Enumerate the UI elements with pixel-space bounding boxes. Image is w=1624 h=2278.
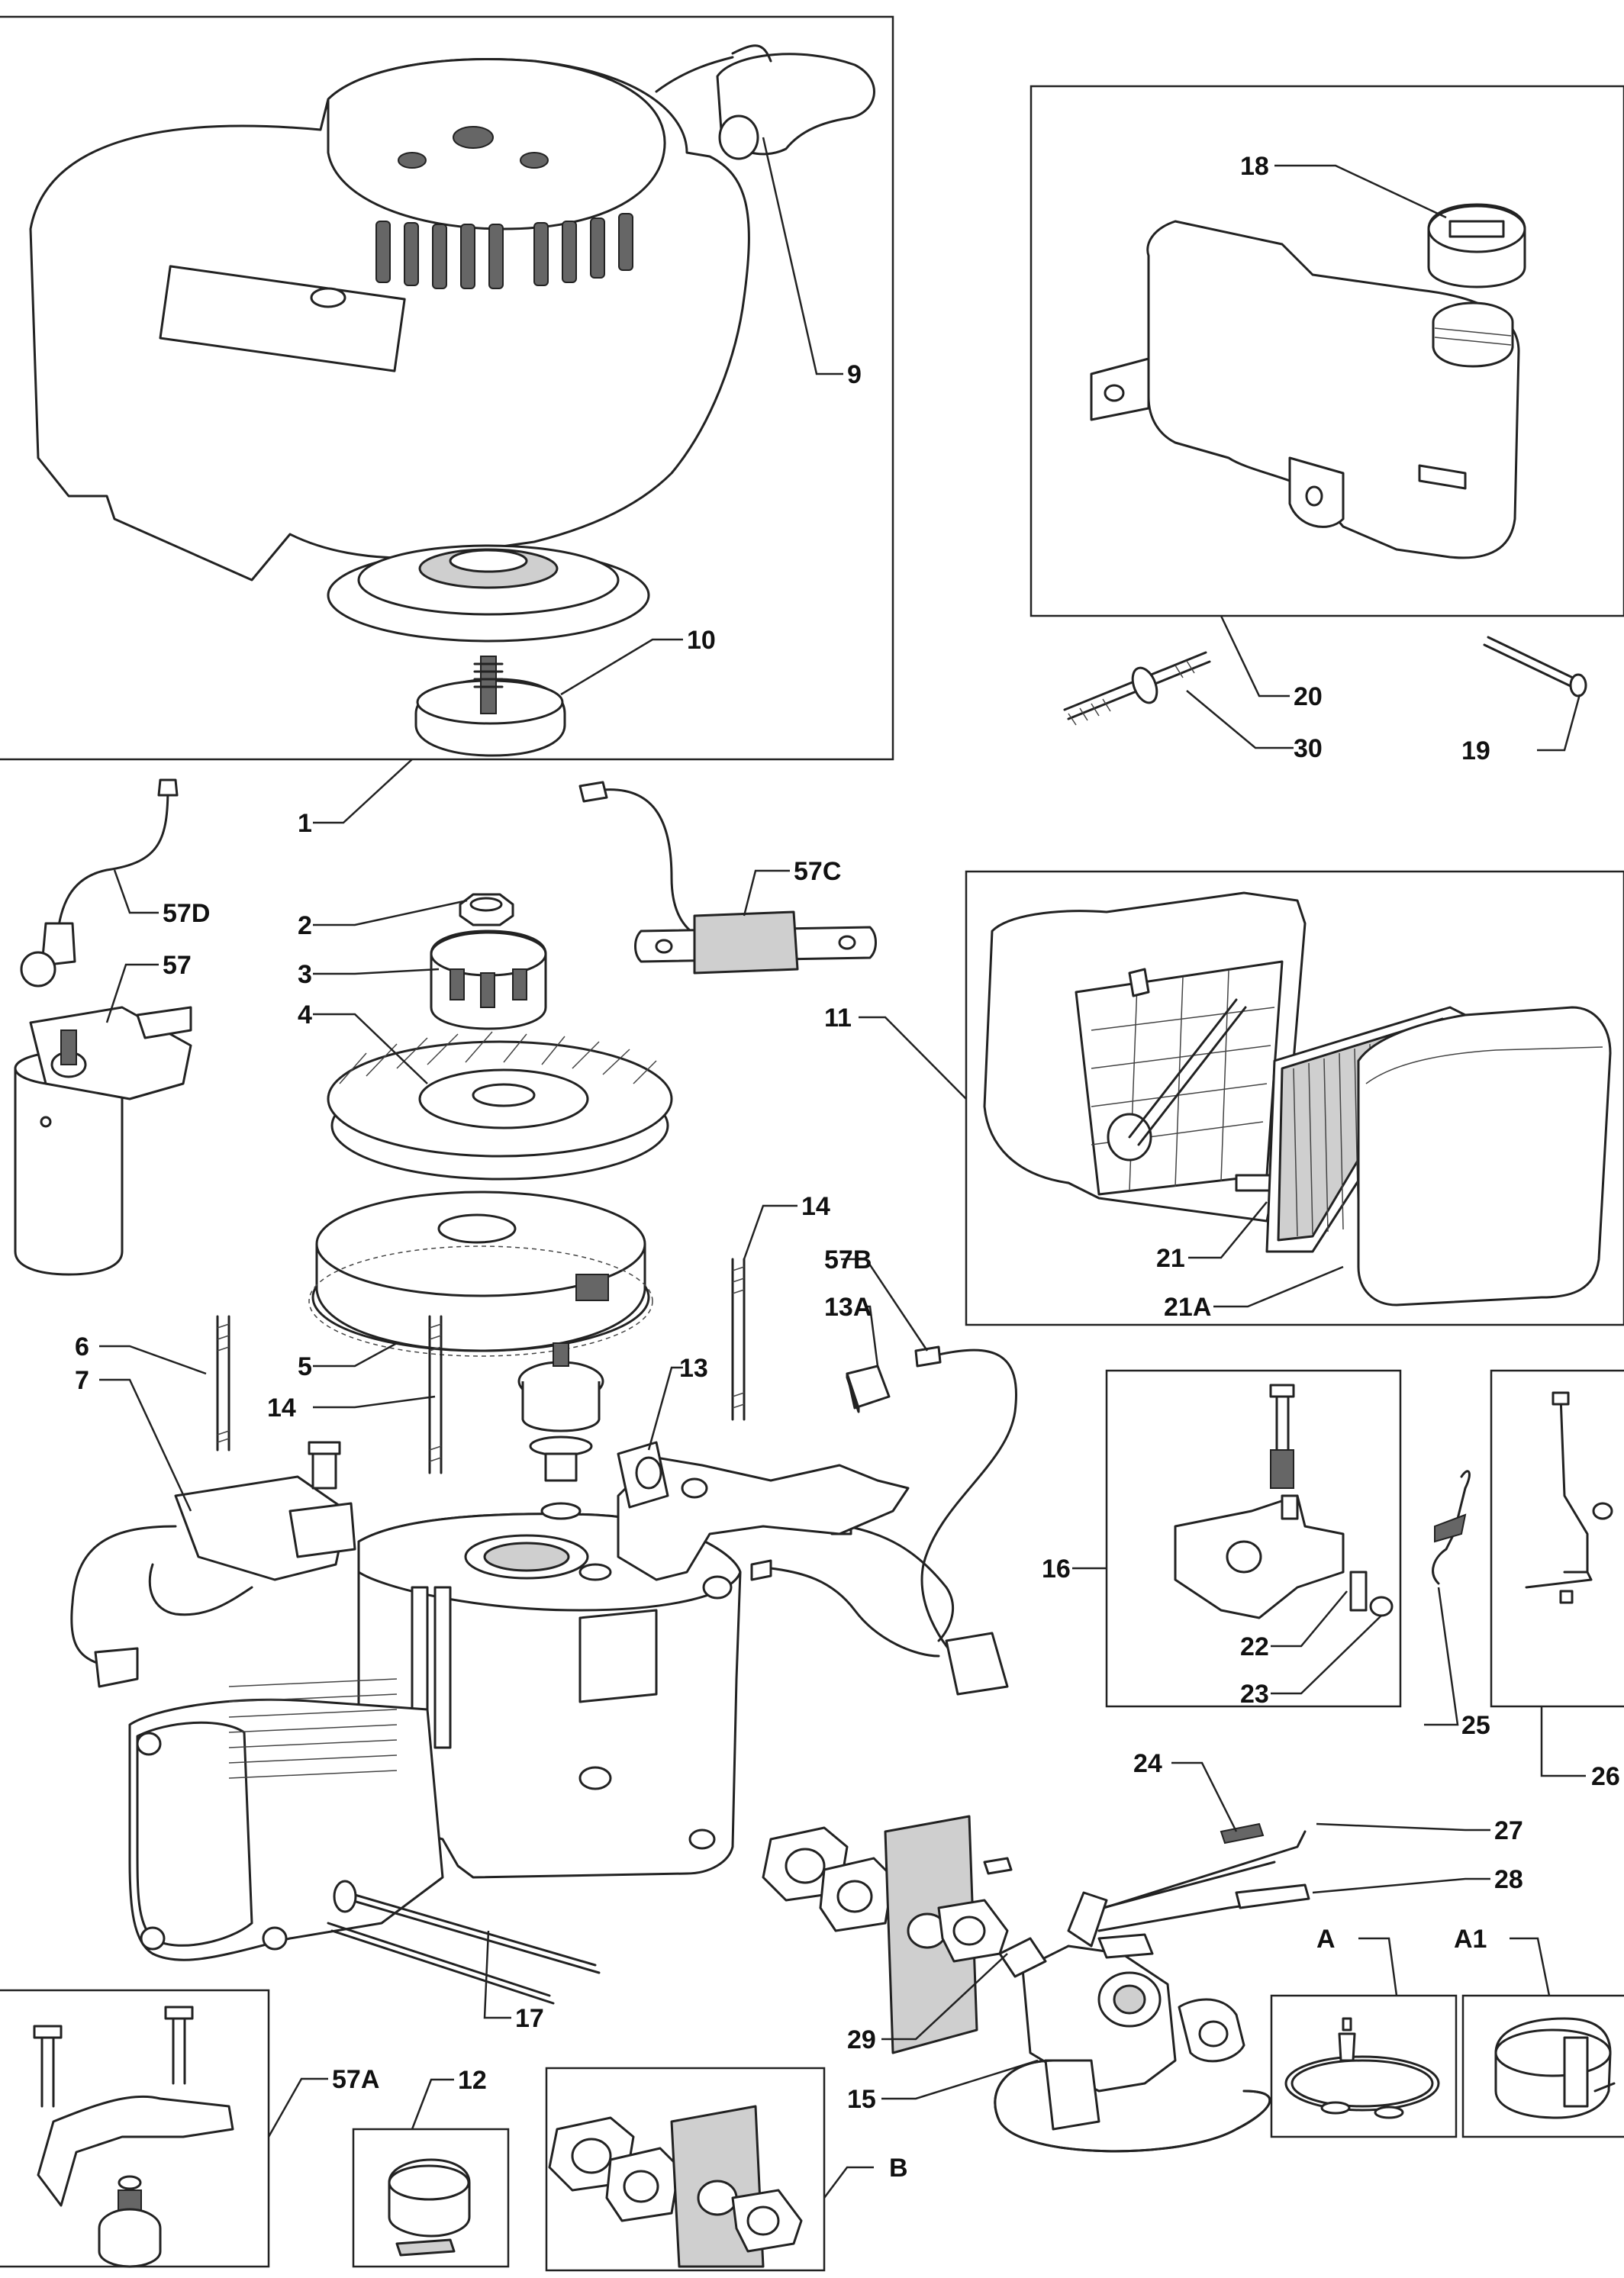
starter-ratchet-cup xyxy=(430,930,547,1030)
frame-fuel-tank xyxy=(1030,85,1624,617)
stud-bolt xyxy=(1063,651,1211,726)
callout-28: 28 xyxy=(1494,1865,1523,1894)
starter-motor-parts xyxy=(33,2006,234,2268)
float-bowl xyxy=(1494,2017,1616,2119)
cylinder-head-bolts xyxy=(327,1880,601,2005)
callout-7: 7 xyxy=(75,1366,89,1395)
callout-21a: 21A xyxy=(1164,1293,1211,1322)
callout-25: 25 xyxy=(1461,1711,1490,1740)
frame-governor-lever xyxy=(1490,1369,1624,1708)
callout-9: 9 xyxy=(847,360,862,389)
callout-2: 2 xyxy=(298,911,312,940)
mounting-stud-right xyxy=(731,1258,746,1421)
fuel-hose xyxy=(994,2059,1271,2153)
air-filter-base xyxy=(983,891,1307,1223)
crank-pulley-assembly xyxy=(517,1342,604,1520)
callout-24: 24 xyxy=(1133,1749,1162,1778)
frame-starter-group xyxy=(0,15,894,761)
callout-3: 3 xyxy=(298,960,312,989)
switch-wire-harness xyxy=(578,781,877,975)
callout-b: B xyxy=(889,2154,908,2183)
callout-29: 29 xyxy=(847,2025,876,2054)
frame-needle-kit xyxy=(1270,1994,1458,2138)
callout-16: 16 xyxy=(1042,1555,1071,1584)
micro-switch xyxy=(846,1365,891,1413)
callout-5: 5 xyxy=(298,1352,312,1381)
gasket-set xyxy=(548,2105,803,2268)
callout-21: 21 xyxy=(1156,1244,1185,1273)
callout-14-lower: 14 xyxy=(267,1394,296,1423)
callout-23: 23 xyxy=(1240,1680,1269,1709)
callout-14-upper: 14 xyxy=(801,1192,830,1221)
callout-57c: 57C xyxy=(794,857,841,886)
governor-lever xyxy=(1525,1391,1613,1604)
cooling-fan xyxy=(327,1031,673,1181)
mounting-stud-left xyxy=(428,1315,443,1474)
callout-19: 19 xyxy=(1461,736,1490,765)
frame-float-bowl xyxy=(1461,1994,1624,2138)
ignition-coil-stud xyxy=(216,1315,230,1452)
leader-lines xyxy=(99,137,1586,2199)
callout-26: 26 xyxy=(1591,1762,1620,1791)
callout-18: 18 xyxy=(1240,152,1269,181)
callout-22: 22 xyxy=(1240,1632,1269,1661)
throttle-bracket xyxy=(1174,1384,1394,1619)
callout-10: 10 xyxy=(687,626,716,655)
callout-57: 57 xyxy=(163,951,192,980)
starter-motor xyxy=(14,1006,192,1276)
flywheel-nut xyxy=(459,893,514,926)
ignition-coil xyxy=(70,1441,356,1688)
frame-ignition-switch xyxy=(352,2128,510,2268)
starter-cup xyxy=(414,656,566,757)
callout-13a: 13A xyxy=(824,1293,872,1322)
callout-57d: 57D xyxy=(163,899,210,928)
carburetor xyxy=(983,1857,1245,2131)
housing-vent-slots xyxy=(375,213,633,289)
callout-a1: A1 xyxy=(1454,1925,1487,1954)
callout-57a: 57A xyxy=(332,2065,379,2094)
spark-plug-cap xyxy=(20,778,179,988)
callout-57b: 57B xyxy=(824,1245,872,1274)
callout-11: 11 xyxy=(824,1004,852,1033)
frame-gasket-set xyxy=(545,2067,826,2272)
air-filter-cover xyxy=(1357,1006,1612,1307)
starter-pulley xyxy=(327,544,650,643)
engine-block xyxy=(357,1513,742,1879)
callout-15: 15 xyxy=(847,2085,876,2114)
callout-30: 30 xyxy=(1294,734,1323,763)
callout-13: 13 xyxy=(679,1354,708,1383)
callout-labels: 1 2 3 4 5 6 7 9 10 11 12 13 13A 14 14 15… xyxy=(75,152,1620,2183)
tank-bolt xyxy=(1483,636,1587,698)
callout-17: 17 xyxy=(515,2004,544,2033)
ignition-switch xyxy=(388,2158,471,2257)
callout-1: 1 xyxy=(298,809,312,838)
callout-4: 4 xyxy=(298,1000,312,1029)
governor-bracket xyxy=(617,1441,910,1581)
callout-12: 12 xyxy=(458,2066,487,2095)
stop-switch-wire xyxy=(750,1345,1017,1696)
float-needle-kit xyxy=(1284,2017,1440,2119)
frame-throttle-bracket xyxy=(1105,1369,1402,1708)
flywheel xyxy=(308,1191,653,1357)
recoil-starter-housing xyxy=(29,44,875,582)
callout-a: A xyxy=(1316,1925,1336,1954)
carburetor-gaskets xyxy=(762,1815,1009,2054)
callout-6: 6 xyxy=(75,1332,89,1361)
fuel-cap xyxy=(1427,203,1526,288)
callout-27: 27 xyxy=(1494,1816,1523,1845)
callout-20: 20 xyxy=(1294,682,1323,711)
fuel-tank xyxy=(1090,220,1520,559)
cylinder-head xyxy=(128,1678,444,1961)
throttle-rods xyxy=(1078,1822,1310,1932)
governor-spring xyxy=(1432,1470,1471,1585)
